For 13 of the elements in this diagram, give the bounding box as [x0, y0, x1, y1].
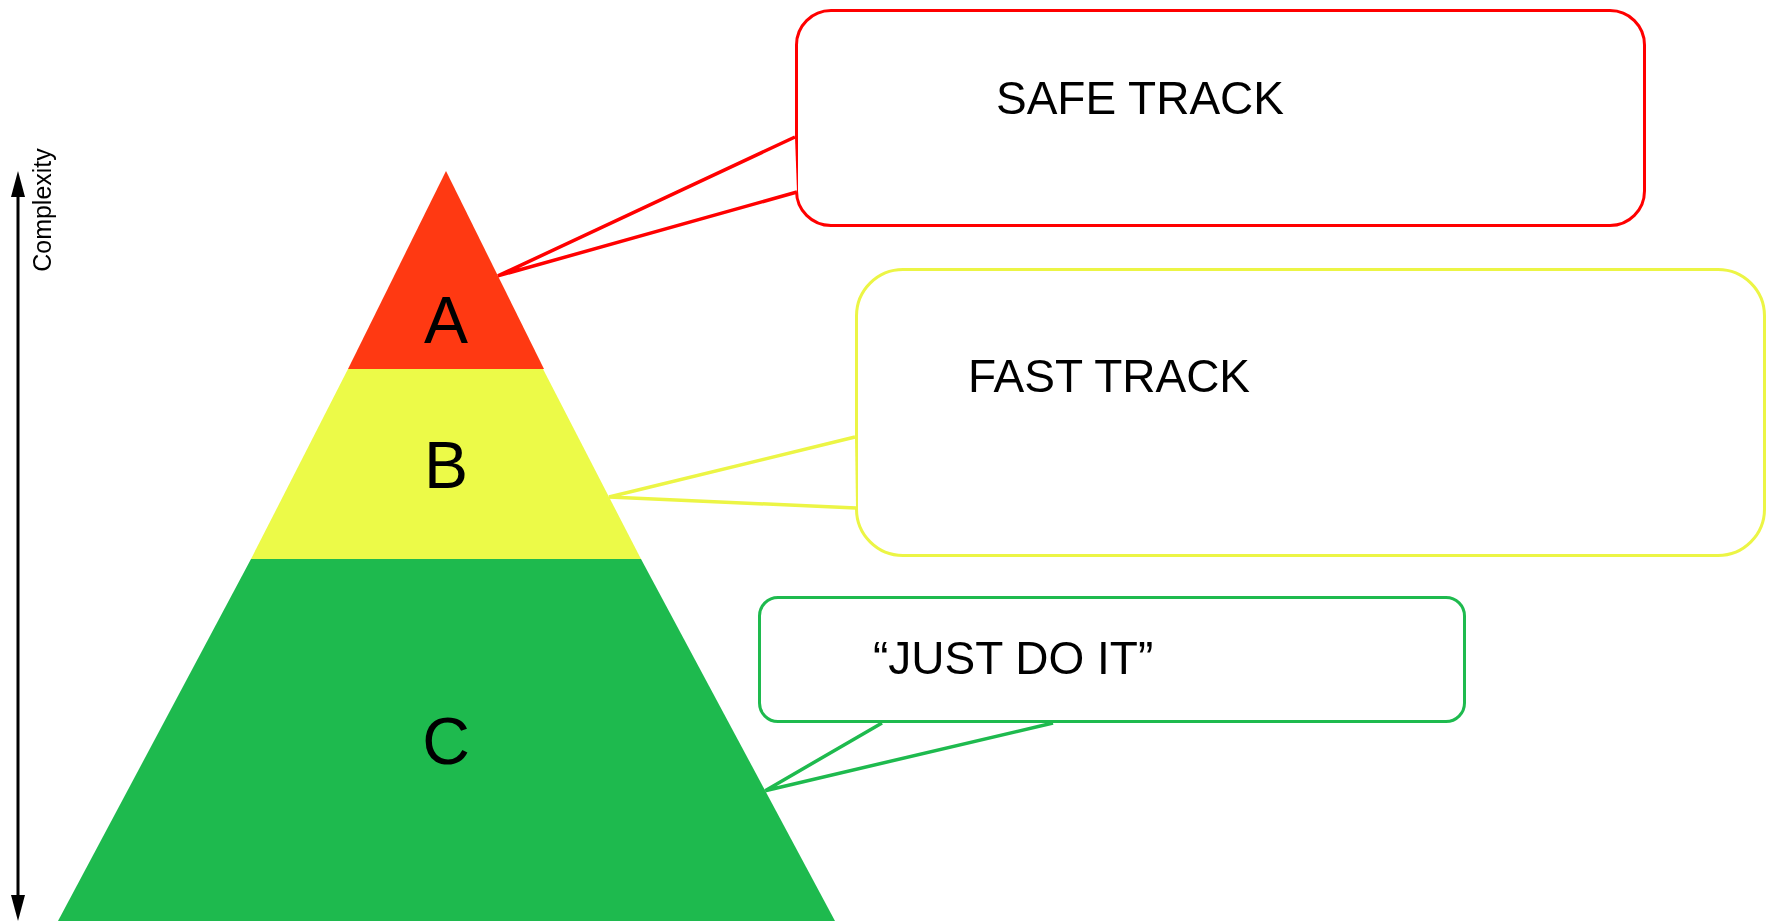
tier-letter: B — [424, 427, 468, 503]
callout-text: “JUST DO IT” — [873, 631, 1154, 685]
tier-letter: C — [422, 703, 470, 779]
callout-bubble — [758, 596, 1466, 723]
callout-text: FAST TRACK — [968, 349, 1251, 403]
tier-letter: A — [424, 282, 468, 358]
callout-bubble — [855, 268, 1766, 557]
callout-pointer — [496, 135, 799, 278]
axis-label: Complexity — [27, 148, 57, 272]
callout-pointer — [763, 721, 1055, 793]
callout-bubble — [795, 9, 1646, 227]
callout-pointer — [607, 435, 858, 510]
callout-text: SAFE TRACK — [996, 71, 1284, 125]
